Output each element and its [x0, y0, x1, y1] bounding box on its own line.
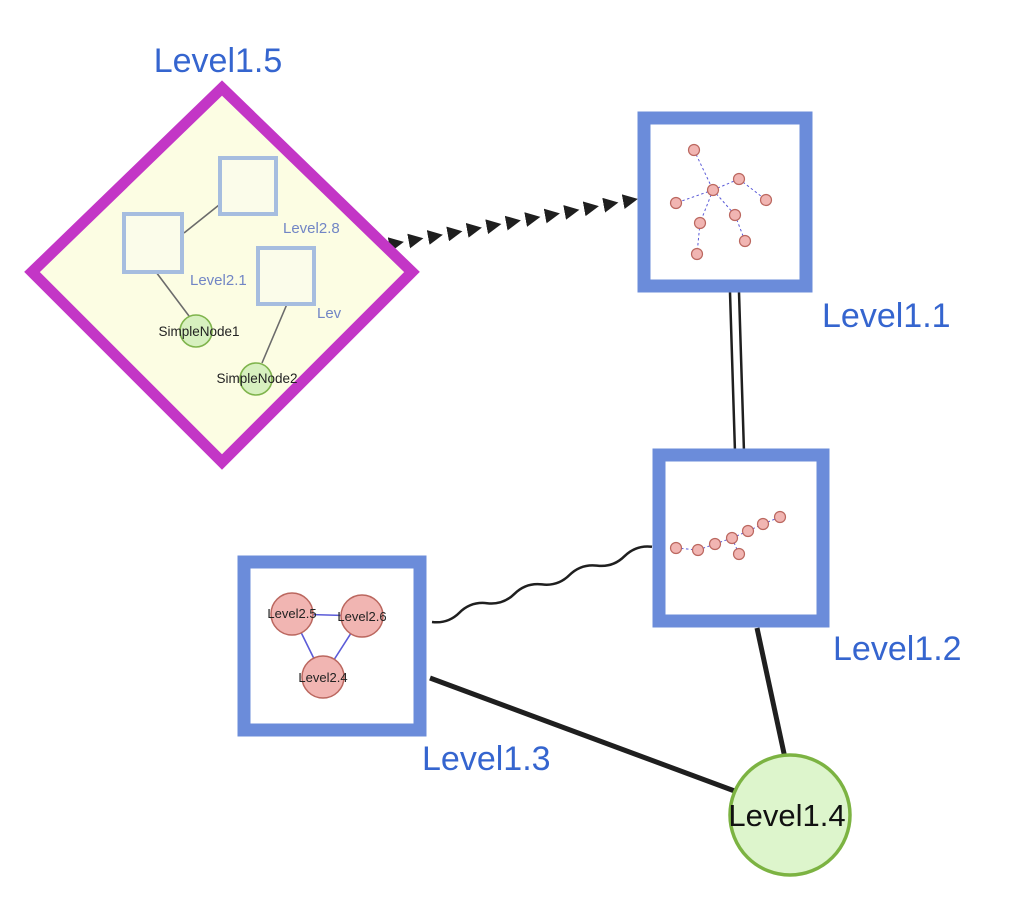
- label-simplenode1: SimpleNode1: [158, 324, 239, 339]
- mini-node[interactable]: [773, 510, 787, 524]
- node-level2-5[interactable]: [270, 592, 314, 636]
- edge-l13-l14[interactable]: [429, 675, 741, 796]
- level1-2-inner-graph: [669, 510, 787, 561]
- mini-node[interactable]: [706, 183, 720, 197]
- edge-l12-l14[interactable]: [754, 627, 788, 759]
- node-level2-1[interactable]: [122, 212, 184, 274]
- node-level2-4[interactable]: [301, 655, 345, 699]
- mini-node[interactable]: [687, 143, 701, 157]
- edge-double-l11-l12[interactable]: [728, 291, 746, 453]
- diamond-shape[interactable]: [24, 80, 420, 470]
- mini-node[interactable]: [741, 524, 755, 538]
- label-level1-4: Level1.4: [728, 798, 845, 833]
- mini-node[interactable]: [669, 196, 683, 210]
- node-simplenode1[interactable]: [179, 314, 213, 348]
- mini-node[interactable]: [732, 547, 746, 561]
- label-level2-6: Level2.6: [337, 609, 386, 624]
- label-simplenode2: SimpleNode2: [216, 371, 297, 386]
- edge-wavy-l13-l12[interactable]: [431, 545, 653, 624]
- mini-node[interactable]: [690, 247, 704, 261]
- mini-node[interactable]: [693, 216, 707, 230]
- label-level1-1: Level1.1: [822, 297, 951, 335]
- level1-1-inner-graph: [669, 143, 773, 261]
- mini-node[interactable]: [732, 172, 746, 186]
- label-level2-1: Level2.1: [190, 272, 247, 289]
- level1-3-inner-graph: Level2.5 Level2.6 Level2.4: [267, 592, 387, 699]
- mini-node[interactable]: [759, 193, 773, 207]
- mini-node[interactable]: [725, 531, 739, 545]
- level1-4-circle[interactable]: [728, 753, 852, 877]
- mini-node[interactable]: [691, 543, 705, 557]
- node-level1-4[interactable]: Level1.4: [728, 753, 852, 877]
- edge-l21-simplenode1[interactable]: [155, 271, 190, 317]
- mini-node[interactable]: [728, 208, 742, 222]
- label-level2-8: Level2.8: [283, 220, 340, 237]
- node-level1-5[interactable]: Level2.8 Level2.1 Lev SimpleNode1 Simple…: [24, 80, 420, 470]
- edge-right-square-simplenode2[interactable]: [261, 303, 288, 364]
- label-level1-3: Level1.3: [422, 740, 551, 778]
- label-level2-right-truncated: Lev: [317, 305, 342, 322]
- label-level1-2: Level1.2: [833, 630, 962, 668]
- edge-l21-l28[interactable]: [183, 200, 225, 234]
- node-level1-2[interactable]: [652, 448, 830, 628]
- node-simplenode2[interactable]: [239, 362, 273, 396]
- label-level2-4: Level2.4: [298, 670, 347, 685]
- level1-2-frame[interactable]: [652, 448, 830, 628]
- level1-3-frame[interactable]: [237, 555, 427, 737]
- label-level2-5: Level2.5: [267, 606, 316, 621]
- node-level1-1[interactable]: [637, 111, 813, 293]
- node-level2-6[interactable]: [340, 594, 384, 638]
- mini-node[interactable]: [756, 517, 770, 531]
- level1-1-frame[interactable]: [637, 111, 813, 293]
- mini-node[interactable]: [708, 537, 722, 551]
- edge-dashed-arrow-l15-l11[interactable]: [387, 194, 638, 253]
- node-level2-right[interactable]: [256, 246, 316, 306]
- node-level1-3[interactable]: Level2.5 Level2.6 Level2.4: [237, 555, 427, 737]
- mini-node[interactable]: [738, 234, 752, 248]
- mini-node[interactable]: [669, 541, 683, 555]
- label-level1-5: Level1.5: [154, 42, 283, 80]
- node-level2-8[interactable]: [218, 156, 278, 216]
